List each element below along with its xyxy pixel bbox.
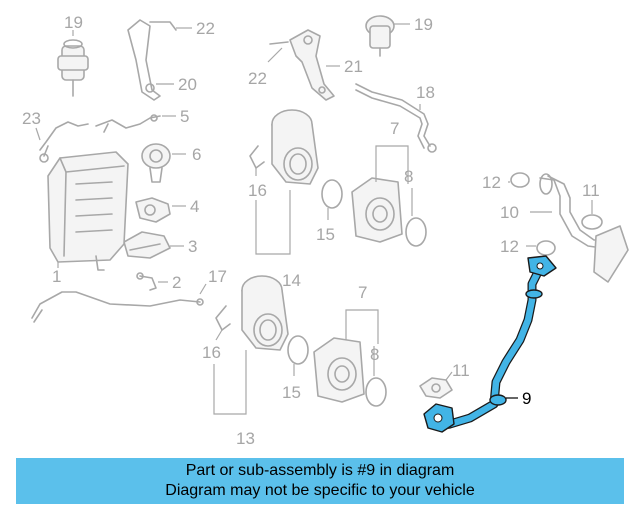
part-6-valve <box>141 143 171 183</box>
part-10-pipe <box>539 173 629 283</box>
leader-7-lower <box>345 309 379 344</box>
callout-7-upper: 7 <box>390 119 399 138</box>
callout-21: 21 <box>344 57 363 76</box>
callout-19-right: 19 <box>414 15 433 34</box>
callout-14: 14 <box>282 271 301 290</box>
leader-16-lower <box>215 329 223 341</box>
callout-15-lower: 15 <box>282 383 301 402</box>
callout-20: 20 <box>178 75 197 94</box>
leader-22-right <box>267 47 283 63</box>
callout-8-upper: 8 <box>404 167 413 186</box>
banner-line-disclaimer: Diagram may not be specific to your vehi… <box>165 482 475 499</box>
part-11-gasket-right <box>581 214 603 230</box>
callout-18: 18 <box>416 83 435 102</box>
callout-23: 23 <box>22 109 41 128</box>
part-5-hose <box>95 114 161 133</box>
callout-4: 4 <box>190 197 199 216</box>
parts-diagram: 19 22 20 23 5 6 4 3 <box>22 13 629 448</box>
part-12-gasket-upper <box>510 172 530 188</box>
callout-12-upper: 12 <box>482 173 501 192</box>
callout-22-right: 22 <box>248 69 267 88</box>
callout-6: 6 <box>192 145 201 164</box>
leader-13 <box>213 350 247 415</box>
leader-11-lower <box>445 371 453 381</box>
part-18-pipe <box>355 83 437 153</box>
callout-10: 10 <box>500 203 519 222</box>
part-2-connector <box>136 272 157 291</box>
part-17-line <box>31 291 204 323</box>
callout-11-lower: 11 <box>452 361 470 380</box>
callout-19-left: 19 <box>64 13 83 32</box>
part-9-egr-pipe-highlighted[interactable] <box>423 255 557 433</box>
part-20-bracket <box>127 19 177 101</box>
leader-23 <box>35 127 41 141</box>
part-19-left <box>57 39 89 97</box>
callout-2: 2 <box>172 273 181 292</box>
part-16-gasket-upper <box>249 145 265 169</box>
part-12-gasket-lower <box>536 240 556 256</box>
callout-7-lower: 7 <box>358 283 367 302</box>
leader-7-upper <box>375 145 409 184</box>
part-8-ring-lower <box>365 377 387 407</box>
banner-line-part: Part or sub-assembly is #9 in diagram <box>185 462 455 479</box>
callout-22-left: 22 <box>196 19 215 38</box>
part-15-ring-lower <box>287 335 309 365</box>
part-7-throttle-lower <box>313 337 365 403</box>
callout-5: 5 <box>180 107 189 126</box>
part-13-egr-lower <box>241 275 289 351</box>
callout-11-right: 11 <box>582 181 600 200</box>
callout-13: 13 <box>236 429 255 448</box>
part-11-gasket-lower <box>419 377 453 399</box>
part-19-right <box>365 15 395 57</box>
callout-9[interactable]: 9 <box>522 389 531 408</box>
leader-14 <box>255 190 291 255</box>
callout-1: 1 <box>52 267 61 286</box>
part-16-gasket-lower <box>215 305 231 331</box>
callout-17: 17 <box>208 267 227 286</box>
part-23-sensor <box>39 121 89 163</box>
leader-17 <box>199 283 207 295</box>
callout-8-lower: 8 <box>370 345 379 364</box>
callout-12-lower: 12 <box>500 237 519 256</box>
info-banner: Part or sub-assembly is #9 in diagram Di… <box>16 458 624 504</box>
part-1-canister <box>47 151 129 271</box>
part-21-bracket <box>269 29 335 101</box>
callout-16-lower: 16 <box>202 343 221 362</box>
callout-3: 3 <box>188 237 197 256</box>
part-4-valve <box>135 197 171 223</box>
part-3-bracket <box>123 231 171 259</box>
part-8-ring-upper <box>405 217 427 247</box>
part-7-throttle-upper <box>351 177 403 243</box>
callout-16-upper: 16 <box>248 181 267 200</box>
callout-15-upper: 15 <box>316 225 335 244</box>
part-14-egr-upper <box>271 109 319 185</box>
part-15-ring-upper <box>321 179 343 209</box>
